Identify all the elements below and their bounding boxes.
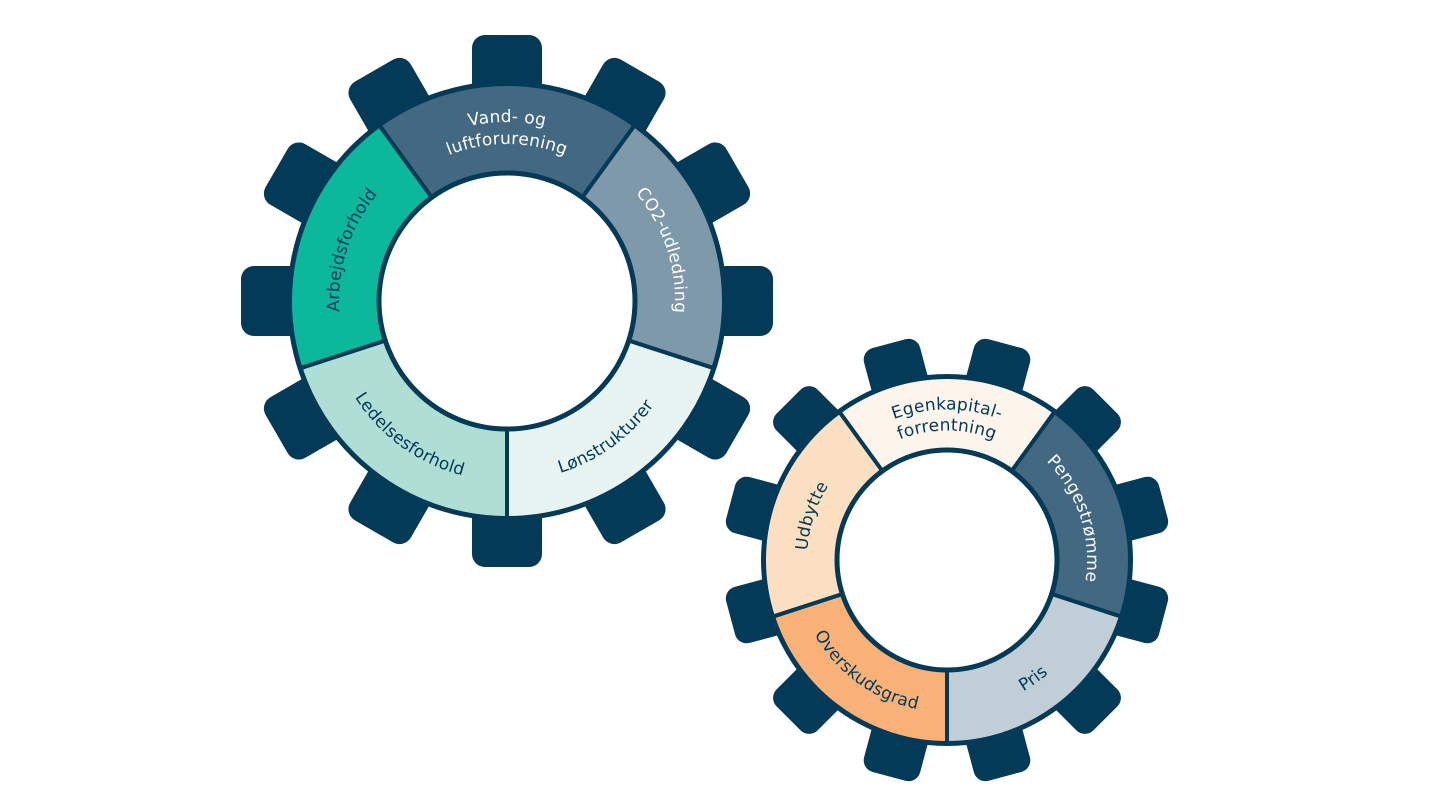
financial-gear: Egenkapital-forrentningPengestrømmePrisO… bbox=[725, 338, 1169, 782]
esg-gear: Vand- ogluftforureningCO2-udledningLønst… bbox=[241, 35, 773, 567]
gear-segment: Arbejdsforhold bbox=[288, 123, 434, 371]
gear-segment: Pengestrømme bbox=[1009, 409, 1132, 619]
segment-label: Vand- og bbox=[466, 107, 548, 131]
gear-hub-hole bbox=[376, 170, 638, 432]
gear-segment: CO2-udledning bbox=[580, 123, 726, 371]
gear-hub-hole bbox=[834, 447, 1060, 673]
